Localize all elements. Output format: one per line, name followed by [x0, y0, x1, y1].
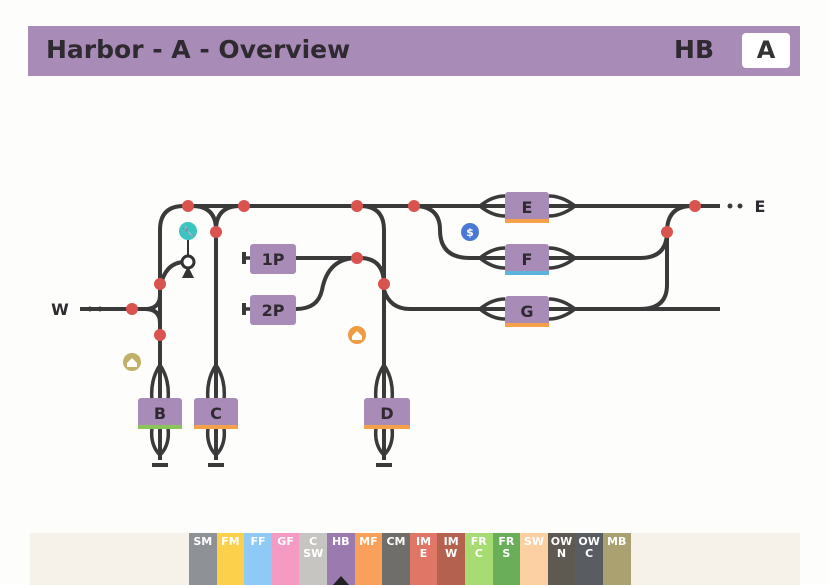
station-1p[interactable]: 1P — [250, 244, 296, 274]
station-label: 1P — [262, 250, 285, 269]
station-b[interactable]: B — [138, 398, 182, 429]
east-label: E — [755, 197, 766, 216]
tab-mb[interactable]: MB — [602, 533, 631, 585]
station-accent — [364, 425, 410, 429]
station-accent — [138, 425, 182, 429]
svg-text:🔧: 🔧 — [182, 225, 194, 238]
station-label: E — [522, 198, 533, 217]
page-title: Harbor - A - Overview — [46, 35, 351, 64]
station-accent — [505, 271, 549, 275]
station-accent — [505, 323, 549, 327]
tab-c-sw[interactable]: C SW — [299, 533, 327, 585]
station-c[interactable]: C — [194, 398, 238, 429]
tab-fm[interactable]: FM — [216, 533, 245, 585]
station-f[interactable]: F — [505, 244, 549, 275]
tab-label: FR C — [470, 535, 487, 560]
tab-fr-c[interactable]: FR C — [464, 533, 493, 585]
tab-fr-s[interactable]: FR S — [492, 533, 521, 585]
tab-im-e[interactable]: IM E — [409, 533, 438, 585]
tab-label: IM W — [443, 535, 459, 560]
east-dots — [87, 203, 743, 312]
tab-label: CM — [386, 535, 406, 548]
svg-text:$: $ — [466, 226, 474, 239]
signal-icon — [180, 240, 196, 278]
station-label: G — [520, 302, 533, 321]
home-icon[interactable] — [348, 326, 366, 344]
tab-gf[interactable]: GF — [271, 533, 300, 585]
tab-ow-c[interactable]: OW C — [575, 533, 603, 585]
header-bar: Harbor - A - Overview HB A — [28, 26, 800, 76]
tab-label: FM — [221, 535, 240, 548]
home-icon[interactable] — [123, 353, 141, 371]
tab-hb[interactable]: HB — [326, 533, 355, 585]
dollar-icon[interactable]: $ — [461, 223, 479, 241]
tab-label: OW N — [550, 535, 573, 560]
west-label: W — [51, 300, 69, 319]
tab-ff[interactable]: FF — [244, 533, 272, 585]
switch-nodes — [126, 200, 701, 341]
tab-label: OW C — [578, 535, 600, 560]
station-loops — [149, 194, 577, 467]
line-tabs: SM FM FF GF C SW HB MF CM IM E IM W FR C FR S SW OW N… — [189, 533, 631, 585]
tab-label: HB — [331, 535, 350, 548]
tab-ow-n[interactable]: OW N — [547, 533, 576, 585]
tab-label: GF — [277, 535, 294, 548]
station-accent — [194, 425, 238, 429]
station-accent — [505, 219, 549, 223]
tab-label: C SW — [303, 535, 324, 560]
line-code: HB — [674, 35, 714, 64]
station-g[interactable]: G — [505, 296, 549, 327]
tab-label: MF — [359, 535, 378, 548]
tab-label: FR S — [498, 535, 515, 560]
tab-label: SM — [193, 535, 213, 548]
tab-mf[interactable]: MF — [354, 533, 383, 585]
station-label: C — [210, 404, 222, 423]
tab-cm[interactable]: CM — [382, 533, 410, 585]
tab-im-w[interactable]: IM W — [437, 533, 465, 585]
station-label: 2P — [262, 301, 285, 320]
tab-label: IM E — [416, 535, 432, 560]
station-d[interactable]: D — [364, 398, 410, 429]
station-label: B — [154, 404, 166, 423]
section-badge[interactable]: A — [742, 33, 790, 68]
station-label: D — [380, 404, 393, 423]
station-2p[interactable]: 2P — [250, 295, 296, 325]
tab-label: SW — [523, 535, 544, 548]
tab-label: FF — [250, 535, 266, 548]
station-label: F — [522, 250, 533, 269]
tab-label: MB — [607, 535, 627, 548]
tab-sm[interactable]: SM — [189, 533, 217, 585]
tab-sw[interactable]: SW — [520, 533, 548, 585]
wrench-icon[interactable]: 🔧 — [179, 222, 197, 240]
station-e[interactable]: E — [505, 192, 549, 223]
